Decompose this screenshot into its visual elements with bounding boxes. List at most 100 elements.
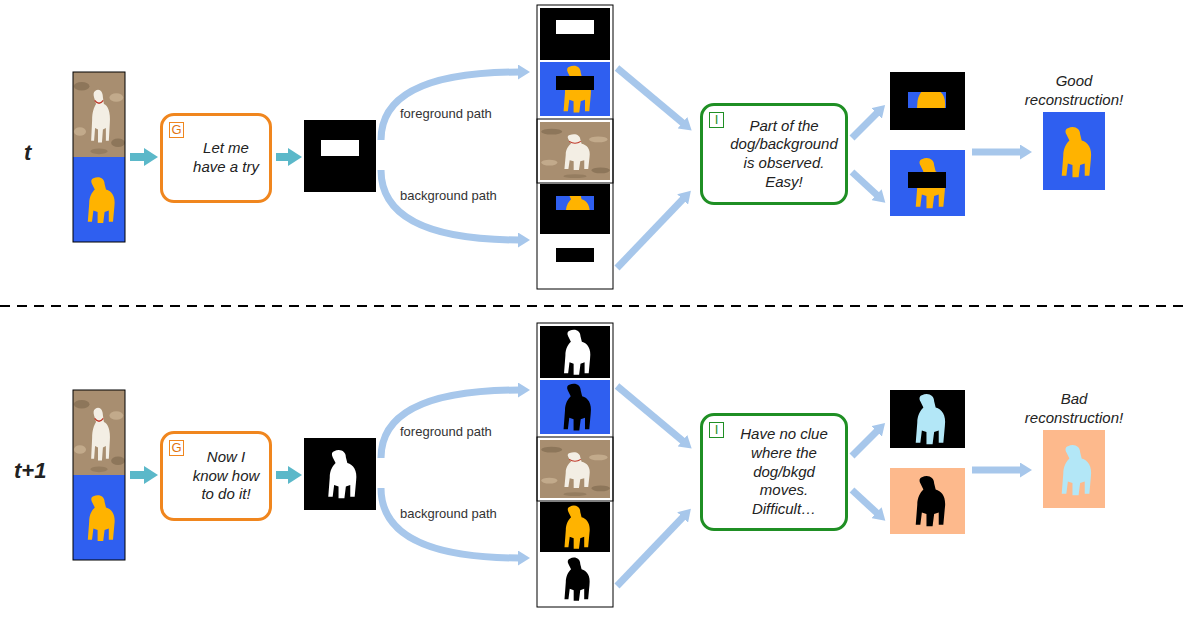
split-arrow-part: [852, 172, 878, 196]
image-stack-part: [540, 554, 610, 604]
merge-arrow-part: [617, 516, 684, 586]
input-image-part: [73, 475, 125, 560]
image-stack-part: [540, 8, 610, 60]
inpainter-box: I Part of the dog/background is observed.…: [700, 103, 848, 205]
image-stack-part: [537, 5, 613, 183]
module-badge: I: [709, 422, 724, 438]
reconstruction-image: [1043, 112, 1105, 190]
speech-text: Let me have a try: [191, 139, 261, 177]
output-image-part: [916, 394, 945, 444]
path-arrow-part: [381, 170, 520, 240]
teal-arrow-part: [276, 153, 290, 161]
input-image-part: [73, 157, 125, 242]
merge-arrow: [617, 68, 684, 268]
output-image-part: [890, 468, 965, 534]
split-arrow: [852, 112, 878, 196]
image-stack-part: [564, 506, 589, 549]
input-image-part: [73, 390, 125, 475]
silhouette-mask-part: [304, 438, 376, 510]
image-stack-part: [540, 502, 610, 552]
speech-text: Part of the dog/background is observed. …: [730, 117, 838, 192]
teal-arrow-part: [130, 153, 146, 161]
input-image-part: [73, 72, 125, 242]
output-image-part: [908, 92, 946, 108]
input-image-part: [73, 72, 125, 157]
path-arrow-part: [381, 72, 520, 140]
image-stack-part: [540, 62, 610, 116]
speech-text: Now I know how to do it!: [191, 448, 261, 504]
image-stack-part-part: [556, 196, 594, 210]
path-arrow-part: [381, 390, 520, 458]
merge-arrow: [617, 386, 684, 586]
image-stack-part: [540, 122, 610, 180]
reconstruction-image-part: [1043, 430, 1105, 508]
image-stack-part: [537, 323, 613, 501]
result-arrow: [972, 149, 1022, 156]
output-image: [890, 390, 965, 534]
dashed-separator: [0, 305, 1183, 307]
merge-arrow-part: [617, 386, 684, 442]
output-image-part-part: [908, 92, 946, 108]
result-label: Bad reconstruction!: [1018, 390, 1130, 428]
path-label: background path: [400, 506, 497, 522]
module-badge: G: [169, 440, 184, 456]
silhouette-mask-part: [328, 450, 356, 498]
rectangle-mask-part: [304, 120, 376, 192]
image-stack-part: [537, 437, 613, 607]
split-arrow: [852, 430, 878, 514]
image-stack-part: [540, 236, 610, 286]
split-arrow-part: [852, 430, 878, 456]
time-label: t: [24, 140, 31, 166]
path-label: background path: [400, 188, 497, 204]
image-stack-part: [564, 558, 589, 601]
generator-box: G Now I know how to do it!: [160, 431, 272, 521]
image-stack-part: [540, 440, 610, 498]
output-image: [890, 72, 965, 216]
image-stack-part: [556, 76, 594, 90]
output-image-part-part: [916, 92, 945, 108]
result-label: Good reconstruction!: [1018, 72, 1130, 110]
image-stack-part: [556, 248, 594, 262]
image-stack-part: [556, 196, 594, 210]
path-label: foreground path: [400, 106, 492, 122]
split-arrow-part: [852, 112, 878, 138]
speech-text: Have no clue where the dog/bkgd moves. D…: [731, 425, 837, 519]
output-image-part: [890, 150, 965, 216]
input-image-part: [88, 177, 115, 223]
module-badge: I: [709, 112, 724, 128]
input-image-part: [73, 390, 125, 560]
inpainter-box: I Have no clue where the dog/bkgd moves. …: [700, 413, 848, 531]
merge-arrow-part: [617, 68, 684, 124]
input-image-part: [88, 495, 115, 541]
image-stack: [537, 323, 613, 607]
generator-box: G Let me have a try: [160, 113, 272, 203]
time-label: t+1: [14, 458, 46, 484]
module-badge: G: [169, 122, 184, 138]
image-stack-part-part: [564, 196, 589, 210]
image-stack-part: [540, 380, 610, 434]
image-stack-part: [540, 326, 610, 378]
reconstruction-image-part: [1043, 112, 1105, 190]
path-arrow: [381, 390, 520, 558]
image-stack-part: [537, 119, 613, 289]
input-image: [73, 390, 125, 560]
path-arrow-part: [381, 488, 520, 558]
image-stack-part: [564, 384, 591, 431]
output-image-part: [916, 476, 945, 526]
split-arrow-part: [852, 490, 878, 514]
image-stack-part: [564, 330, 590, 375]
teal-arrow-part: [130, 471, 146, 479]
output-image-part: [908, 172, 946, 188]
output-image-part: [890, 72, 965, 130]
rectangle-mask-part: [321, 140, 359, 156]
image-stack-part: [556, 20, 594, 34]
merge-arrow-part: [617, 198, 684, 268]
path-arrow: [381, 72, 520, 240]
output-image-part: [890, 390, 965, 448]
image-stack-part: [540, 184, 610, 234]
teal-arrow-part: [276, 471, 290, 479]
reconstruction-image: [1043, 430, 1105, 508]
input-image: [73, 72, 125, 242]
